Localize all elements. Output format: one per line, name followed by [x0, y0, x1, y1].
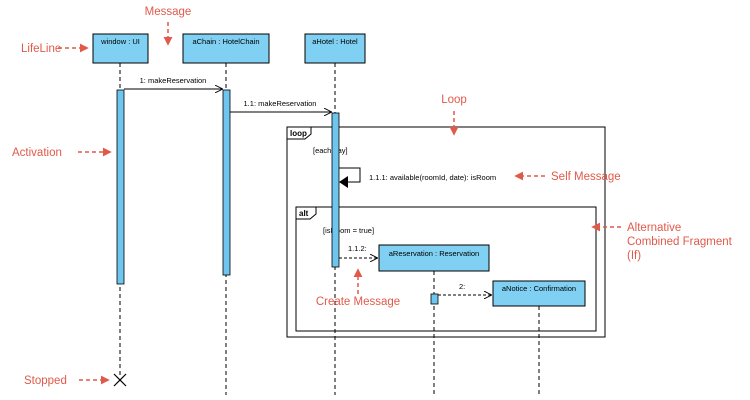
- annotation-alternative-line1: Alternative: [627, 222, 681, 234]
- activation-ahotel: [331, 112, 340, 268]
- annotation-message-label: Message: [145, 6, 192, 18]
- annotation-alternative: Alternative Combined Fragment (If): [591, 222, 733, 262]
- annotation-lifeline-label: LifeLine: [21, 43, 61, 55]
- message-1-1-1-label: 1.1.1: available(roomId, date): isRoom: [369, 173, 496, 182]
- annotation-activation: Activation: [12, 147, 112, 159]
- annotation-alternative-line3: (If): [627, 250, 641, 262]
- alt-tag: alt: [299, 209, 309, 218]
- activation-achain: [222, 89, 231, 276]
- create-message-2: 2:: [438, 282, 491, 295]
- object-anotice-label: aNotice : Confirmation: [502, 284, 576, 293]
- object-areservation: aReservation : Reservation: [378, 244, 490, 272]
- annotation-self-message: Self Message: [514, 171, 621, 183]
- object-achain-label: aChain : HotelChain: [192, 37, 259, 46]
- activation-window: [116, 89, 125, 285]
- loop-fragment: loop [each day]: [286, 126, 606, 338]
- message-1-1-2-label: 1.1.2:: [348, 244, 367, 253]
- annotation-alternative-line2: Combined Fragment: [627, 236, 733, 248]
- message-1-1: 1.1: makeReservation: [230, 99, 331, 112]
- self-message-1-1-1: 1.1.1: available(roomId, date): isRoom: [339, 167, 496, 188]
- loop-guard: [each day]: [313, 146, 348, 155]
- stop-marker-icon: [113, 373, 127, 387]
- annotation-loop-label: Loop: [441, 94, 467, 106]
- annotation-stopped: Stopped: [24, 375, 110, 387]
- annotation-self-message-label: Self Message: [551, 171, 621, 183]
- alt-guard: [isRoom = true]: [323, 226, 374, 235]
- annotation-create-message: Create Message: [316, 268, 400, 308]
- create-message-1-1-2: 1.1.2:: [339, 244, 377, 258]
- message-1-1-label: 1.1: makeReservation: [244, 99, 317, 108]
- message-1: 1: makeReservation: [124, 76, 222, 89]
- object-achain: aChain : HotelChain: [182, 33, 270, 64]
- message-1-label: 1: makeReservation: [140, 76, 207, 85]
- alt-fragment: alt [isRoom = true]: [295, 206, 597, 332]
- object-ahotel: aHotel : Hotel: [304, 33, 366, 64]
- annotation-activation-label: Activation: [12, 147, 62, 159]
- annotation-create-message-label: Create Message: [316, 296, 400, 308]
- loop-tag: loop: [290, 129, 307, 138]
- annotation-lifeline: LifeLine: [21, 43, 89, 55]
- object-window-label: window : UI: [100, 37, 140, 46]
- object-anotice: aNotice : Confirmation: [492, 280, 586, 307]
- message-2-label: 2:: [459, 282, 465, 291]
- annotation-stopped-label: Stopped: [24, 375, 67, 387]
- object-window: window : UI: [92, 33, 149, 64]
- annotation-loop: Loop: [441, 94, 467, 136]
- object-areservation-label: aReservation : Reservation: [389, 249, 479, 258]
- activation-areservation: [430, 293, 439, 305]
- object-ahotel-label: aHotel : Hotel: [312, 37, 358, 46]
- annotation-message: Message: [145, 6, 192, 46]
